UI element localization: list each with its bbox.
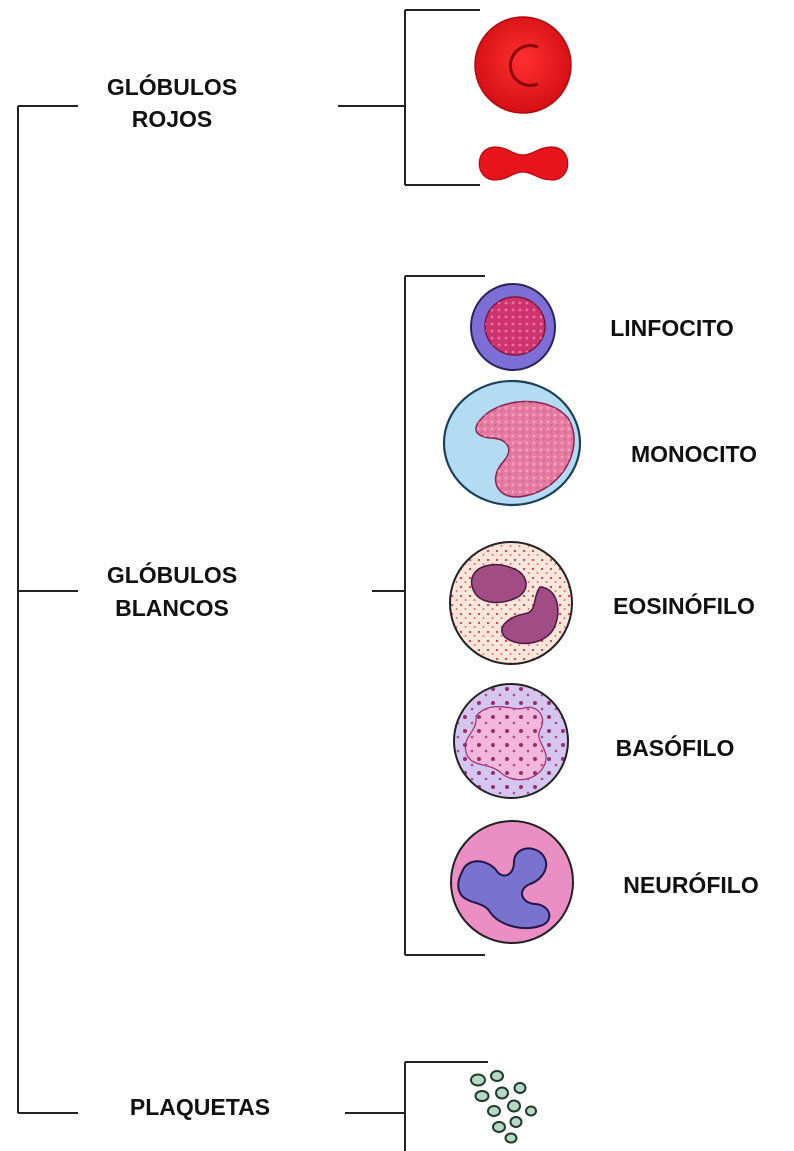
neutrophil-label: NEURÓFILO — [623, 871, 758, 898]
red-cells-label: GLÓBULOS ROJOS — [107, 73, 237, 132]
monocyte-cell — [444, 381, 580, 505]
platelets-cluster — [471, 1071, 536, 1143]
eosinophil-label: EOSINÓFILO — [613, 592, 755, 619]
red-cells-bracket — [338, 10, 480, 185]
basophil-label: BASÓFILO — [616, 734, 735, 761]
basophil-cell — [454, 684, 568, 798]
lymphocyte-label: LINFOCITO — [610, 315, 734, 341]
red-blood-cell-side — [479, 147, 568, 180]
eosinophil-cell — [450, 542, 572, 664]
lymphocyte-cell — [471, 284, 555, 370]
red-blood-cell-front — [475, 17, 571, 113]
white-cells-label-line1: GLÓBULOS — [107, 561, 237, 588]
red-cells-label-line2: ROJOS — [132, 106, 213, 132]
neutrophil-cell — [451, 821, 573, 943]
monocyte-label: MONOCITO — [631, 441, 757, 467]
platelets-bracket — [345, 1062, 488, 1151]
red-cells-label-line1: GLÓBULOS — [107, 73, 237, 100]
main-bracket — [18, 106, 78, 1113]
platelets-label: PLAQUETAS — [130, 1094, 270, 1120]
white-cells-label-line2: BLANCOS — [115, 595, 229, 621]
white-cells-label: GLÓBULOS BLANCOS — [107, 561, 237, 621]
